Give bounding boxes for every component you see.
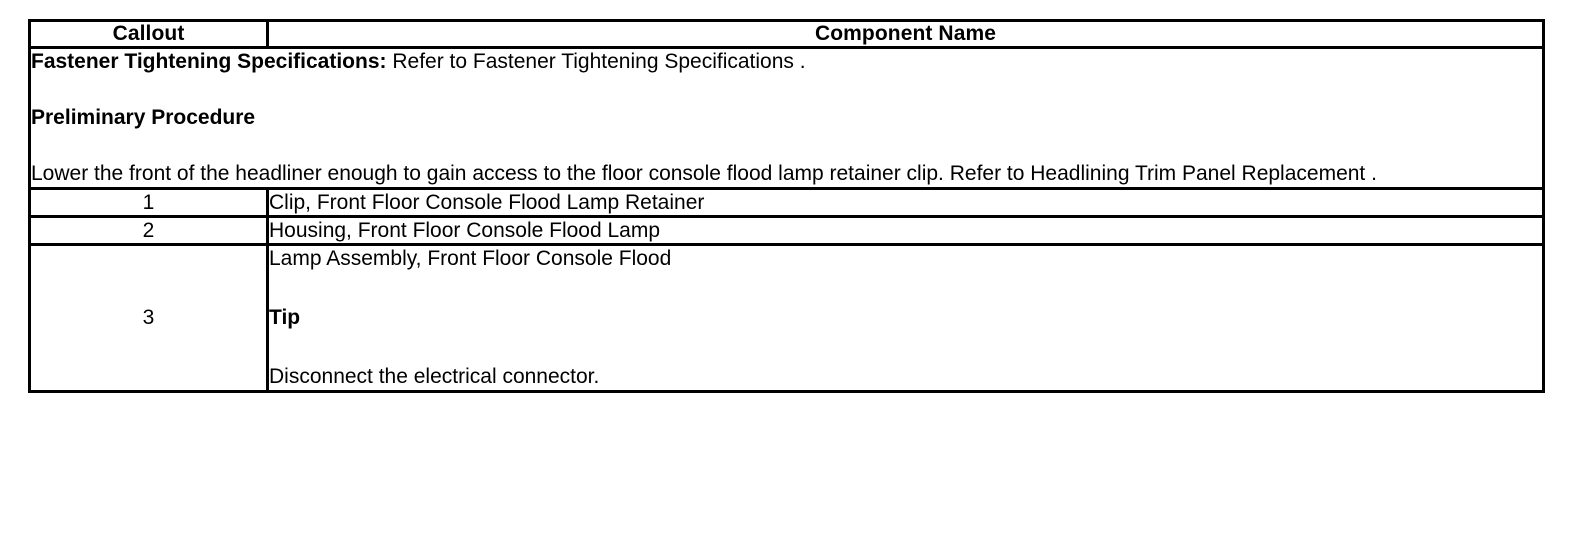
component-name: Lamp Assembly, Front Floor Console Flood bbox=[269, 247, 672, 270]
table-row: 3 Lamp Assembly, Front Floor Console Flo… bbox=[28, 243, 1545, 393]
fastener-spec-label: Fastener Tightening Specifications: bbox=[31, 50, 387, 73]
table-header-row: Callout Component Name bbox=[28, 19, 1545, 49]
intro-cell: Fastener Tightening Specifications: Refe… bbox=[28, 46, 1545, 190]
callout-number: 3 bbox=[28, 243, 269, 393]
table-row: 1 Clip, Front Floor Console Flood Lamp R… bbox=[28, 187, 1545, 218]
fastener-spec-paragraph: Fastener Tightening Specifications: Refe… bbox=[31, 49, 1542, 75]
component-name-cell: Lamp Assembly, Front Floor Console Flood… bbox=[266, 243, 1545, 393]
header-component-name: Component Name bbox=[266, 19, 1545, 49]
component-name: Clip, Front Floor Console Flood Lamp Ret… bbox=[266, 187, 1545, 218]
callout-number: 2 bbox=[28, 215, 269, 246]
header-callout: Callout bbox=[28, 19, 269, 49]
tip-text: Disconnect the electrical connector. bbox=[269, 365, 600, 388]
table-row-intro: Fastener Tightening Specifications: Refe… bbox=[28, 46, 1545, 190]
table-row: 2 Housing, Front Floor Console Flood Lam… bbox=[28, 215, 1545, 246]
preliminary-procedure-heading: Preliminary Procedure bbox=[31, 106, 256, 129]
callout-table-wrapper: Callout Component Name Fastener Tighteni… bbox=[28, 19, 1545, 393]
callout-number: 1 bbox=[28, 187, 269, 218]
component-name: Housing, Front Floor Console Flood Lamp bbox=[266, 215, 1545, 246]
callout-table: Callout Component Name Fastener Tighteni… bbox=[28, 19, 1545, 393]
fastener-spec-text: Refer to Fastener Tightening Specificati… bbox=[386, 50, 806, 73]
tip-heading: Tip bbox=[269, 306, 301, 329]
preliminary-procedure-text: Lower the front of the headliner enough … bbox=[31, 162, 1377, 185]
